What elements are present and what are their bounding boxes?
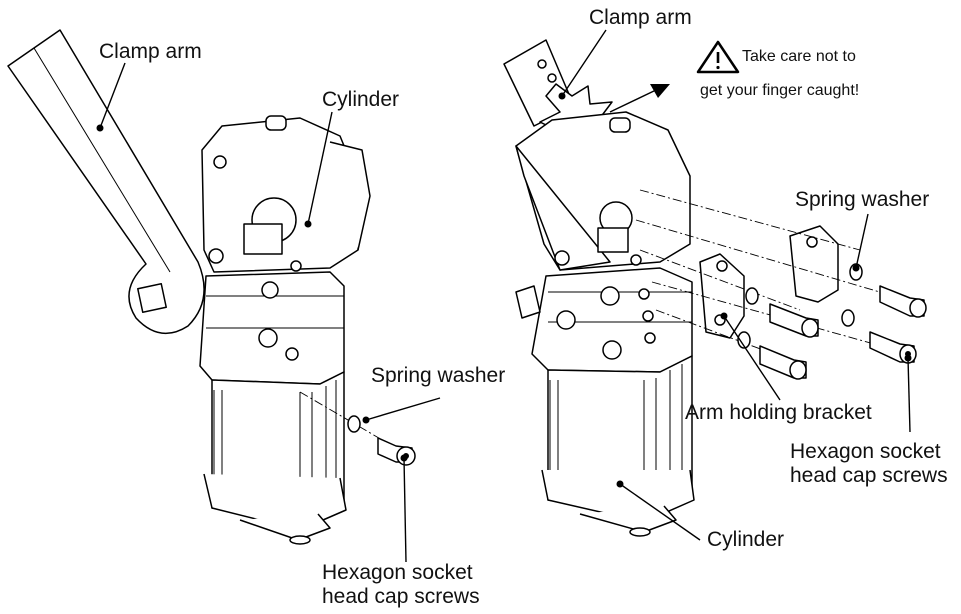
left-clamp-body	[199, 115, 371, 545]
warning-text-line2: get your finger caught!	[700, 82, 860, 99]
right-spring-washer-label: Spring washer	[795, 188, 930, 211]
pinch-direction-arrow	[609, 84, 670, 113]
right-clamp-body	[515, 111, 695, 537]
right-clamp-arm-label: Clamp arm	[589, 6, 692, 29]
right-screws-label-line2: head cap screws	[790, 464, 948, 487]
arm-holding-bracket	[699, 225, 839, 339]
left-screws-label-line2: head cap screws	[322, 585, 480, 608]
arm-holding-bracket-label: Arm holding bracket	[685, 401, 872, 424]
left-cylinder-label: Cylinder	[322, 88, 400, 111]
left-clamp-arm	[7, 29, 205, 335]
warning-text-line1: Take care not to	[742, 48, 856, 65]
right-cylinder-label: Cylinder	[707, 528, 785, 551]
left-clamp-arm-label: Clamp arm	[99, 40, 202, 63]
right-leader-lines	[558, 29, 912, 541]
right-screws-label-line1: Hexagon socket	[790, 440, 941, 463]
left-leader-lines	[96, 62, 441, 563]
left-spring-washer-label: Spring washer	[371, 364, 506, 387]
warning-triangle-icon	[696, 40, 740, 74]
left-screws-label-line1: Hexagon socket	[322, 561, 473, 584]
right-washers-and-screws	[737, 263, 927, 380]
